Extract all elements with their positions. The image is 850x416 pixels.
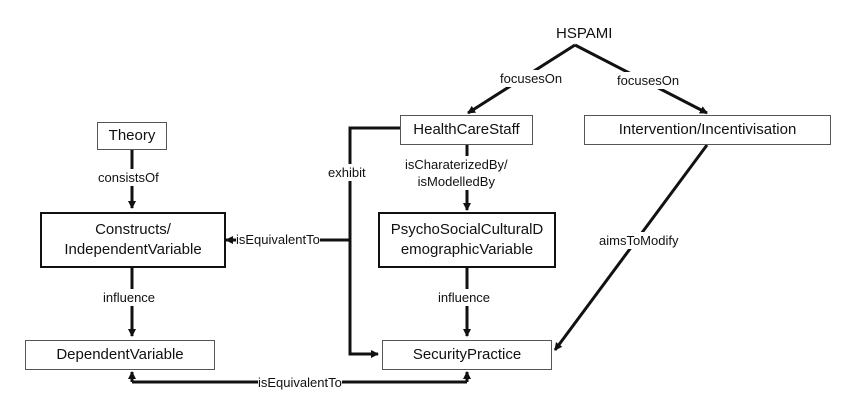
label-focuseson-right: focusesOn xyxy=(617,72,680,89)
label-ischaracterizedby: isCharaterizedBy/ isModelledBy xyxy=(405,156,508,190)
node-theory: Theory xyxy=(97,122,167,150)
label-influence-right: influence xyxy=(438,289,491,306)
node-psycho: PsychoSocialCulturalD emographicVariable xyxy=(378,212,556,268)
node-dependent-variable: DependentVariable xyxy=(25,340,215,370)
label-isequivalentto-bottom: isEquivalentTo xyxy=(258,374,342,391)
label-influence-left: influence xyxy=(103,289,156,306)
node-intervention: Intervention/Incentivisation xyxy=(584,115,831,145)
label-focuseson-left: focusesOn xyxy=(500,70,563,87)
node-constructs: Constructs/ IndependentVariable xyxy=(40,212,226,268)
node-healthcarestaff: HealthCareStaff xyxy=(400,115,533,145)
label-aimstomodify: aimsToModify xyxy=(599,232,679,249)
label-exhibit: exhibit xyxy=(328,164,366,181)
label-consistsof: consistsOf xyxy=(98,169,159,186)
node-hspami: HSPAMI xyxy=(556,25,613,42)
node-security-practice: SecurityPractice xyxy=(382,340,552,370)
label-isequivalentto-top: isEquivalentTo xyxy=(236,231,320,248)
